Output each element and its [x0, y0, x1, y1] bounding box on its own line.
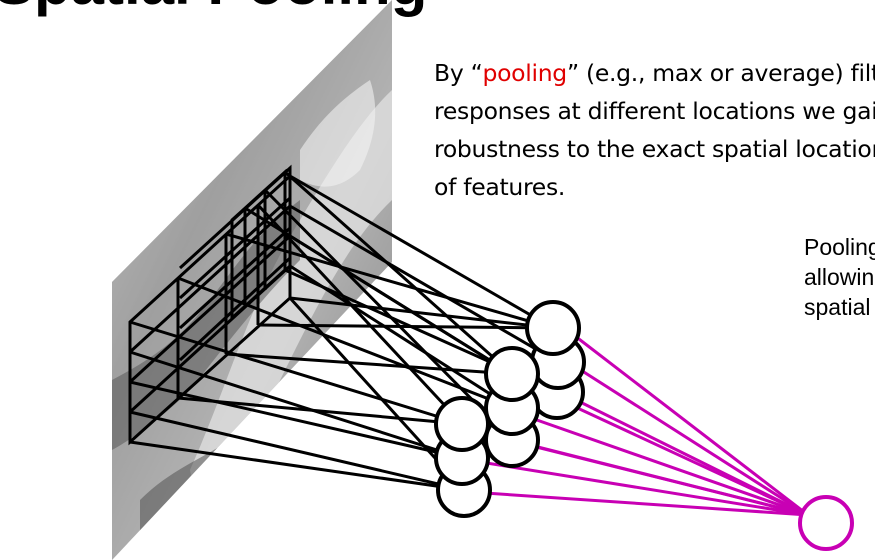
connection-line	[256, 203, 464, 426]
connection-line	[257, 323, 554, 330]
pooling-connections	[467, 324, 809, 517]
connection-line	[289, 296, 554, 330]
caption-line-1: By “pooling” (e.g., max or average) filt…	[434, 59, 875, 87]
connection-line	[225, 352, 513, 376]
side-note-line-1: Pooling	[804, 234, 875, 260]
input-image-panel	[112, 0, 392, 560]
slide-title: Spatial Pooling	[0, 0, 427, 14]
connection-line	[129, 440, 465, 492]
connection-line	[284, 170, 513, 376]
connection-line	[289, 174, 554, 330]
side-note-line-3: spatial	[804, 294, 871, 320]
connection-line	[289, 204, 559, 364]
connection-line	[177, 276, 513, 410]
feature-unit-circle	[525, 300, 581, 356]
connection-line	[129, 350, 463, 460]
pooling-connection-line	[469, 490, 809, 517]
network-layer	[128, 164, 559, 492]
caption-text: By “pooling” (e.g., max or average) filt…	[434, 54, 875, 206]
pooling-connection-line	[564, 358, 809, 517]
photo-texture	[112, 0, 392, 560]
pooling-connection-line	[561, 324, 809, 517]
caption-line-4: of features.	[434, 173, 566, 201]
receptive-field-grid-line	[178, 226, 292, 330]
caption-line-3: robustness to the exact spatial location	[434, 135, 875, 163]
caption-line-2: responses at different locations we gain	[434, 97, 875, 125]
receptive-field-grid-line	[178, 196, 292, 300]
connection-line	[244, 206, 513, 376]
pooling-unit	[798, 495, 854, 551]
feature-units	[434, 300, 586, 518]
connection-line	[129, 380, 463, 460]
side-note-line-2: allowing	[804, 264, 875, 290]
feature-unit-circle	[434, 396, 490, 452]
connection-line	[289, 264, 513, 410]
receptive-field-grid-line	[128, 204, 292, 354]
connection-line	[129, 320, 463, 426]
feature-unit-circle	[484, 346, 540, 402]
pooling-highlight: pooling	[482, 59, 567, 87]
pooling-connection-line	[467, 458, 809, 517]
receptive-field-grid-line	[128, 234, 292, 384]
side-note: Pooling allowing spatial	[804, 232, 875, 322]
pooling-connection-line	[513, 410, 809, 517]
connection-line	[129, 410, 465, 492]
connection-line	[225, 232, 554, 330]
